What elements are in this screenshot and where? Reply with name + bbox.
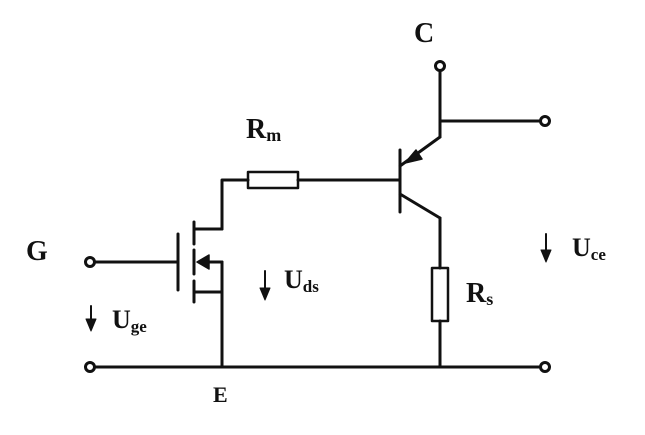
rm-sub: m [266, 125, 281, 145]
uge-sub: ge [131, 317, 148, 336]
resistor-rm[interactable] [246, 170, 300, 190]
rm-label: Rm [246, 114, 281, 145]
uce-sub: ce [591, 245, 607, 264]
uce-arrow-icon [540, 249, 552, 263]
rs-main: R [466, 278, 487, 309]
collector-terminal[interactable] [434, 60, 446, 72]
uce-main: U [572, 233, 591, 262]
rm-main: R [246, 114, 267, 145]
uge-arrow-icon [85, 318, 97, 332]
rs-sub: s [486, 289, 493, 309]
resistor-rs[interactable] [430, 266, 450, 323]
emitter-left-terminal[interactable] [84, 361, 96, 373]
mosfet-arrow-icon [196, 254, 210, 270]
uge-label: Uge [112, 305, 147, 336]
uds-main: U [284, 265, 303, 294]
uce-label: Uce [572, 233, 606, 264]
output-top-terminal[interactable] [539, 115, 551, 127]
gate-label: G [26, 236, 48, 267]
emitter-label: E [213, 382, 228, 407]
uds-arrow-icon [259, 287, 271, 301]
uds-label: Uds [284, 265, 319, 296]
gate-terminal[interactable] [84, 256, 96, 268]
collector-label: C [414, 18, 434, 49]
uge-main: U [112, 305, 131, 334]
rs-label: Rs [466, 278, 493, 309]
emitter-right-terminal[interactable] [539, 361, 551, 373]
drain-wire [220, 178, 250, 231]
transistor-collector-leg [398, 192, 442, 220]
uds-sub: ds [303, 277, 319, 296]
transistor-arrow-icon [404, 149, 423, 164]
